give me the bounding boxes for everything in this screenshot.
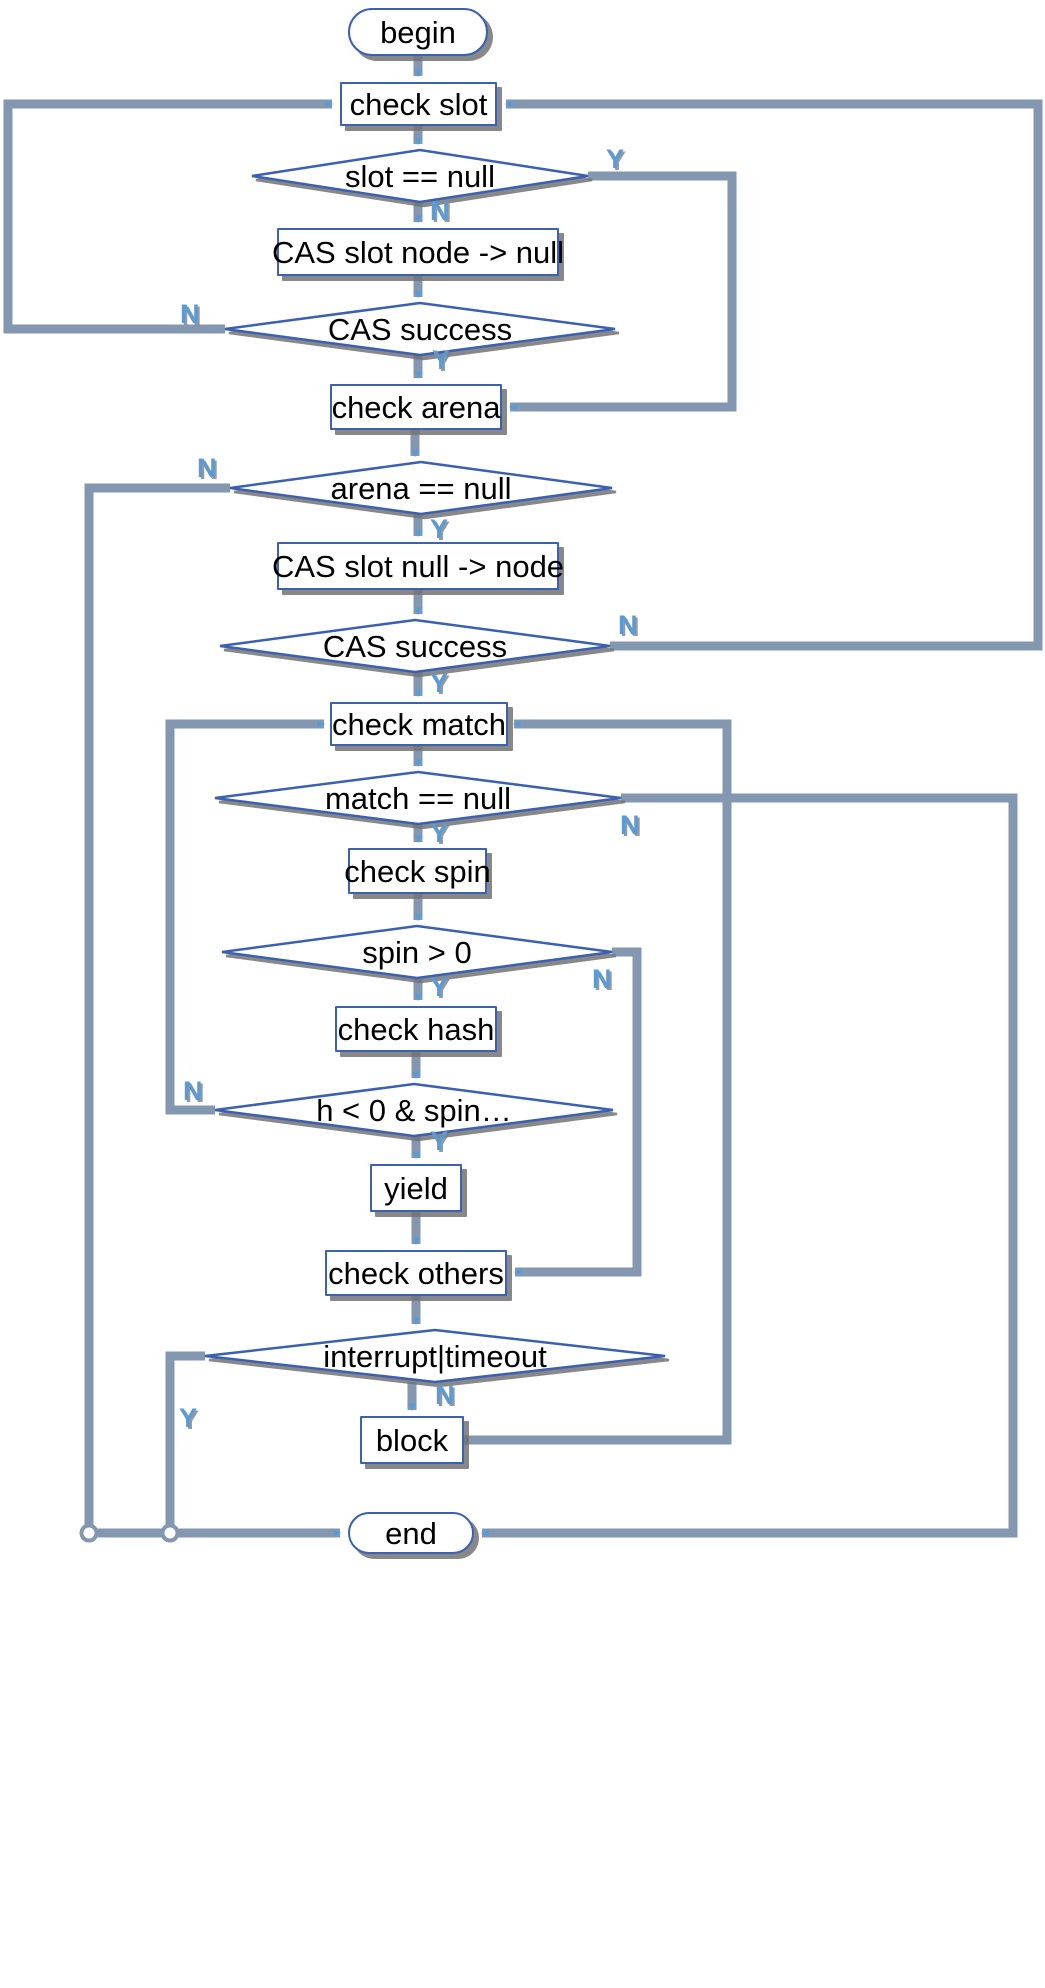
node-end-label: end (385, 1515, 437, 1551)
edge-label-arena-null-no: N (197, 453, 217, 483)
node-interrupt-timeout[interactable]: interrupt|timeout (205, 1330, 665, 1382)
node-spin-gt-0-label: spin > 0 (362, 934, 472, 970)
node-cas-success-1-label: CAS success (327, 311, 513, 347)
node-cas-success-2-label: CAS success (322, 628, 508, 664)
edge-label-cas-success-1-yes: Y (432, 345, 451, 375)
node-cas-success-1[interactable]: CAS success (225, 303, 615, 355)
edge-label-spin-gt-0-yes: Y (430, 972, 449, 1002)
node-match-null-label: match == null (324, 780, 512, 816)
node-h-spin-label: h < 0 & spin… (316, 1092, 512, 1128)
node-cas-slot-node-null-label: CAS slot node -> null (271, 234, 565, 270)
node-h-spin[interactable]: h < 0 & spin… (215, 1084, 613, 1136)
node-check-match[interactable]: check match (330, 702, 508, 746)
node-begin-label: begin (380, 14, 456, 50)
decision-shape-match-null (214, 770, 622, 826)
node-yield-label: yield (384, 1170, 448, 1206)
edge-label-cas-success-2-yes: Y (430, 668, 449, 698)
node-check-arena-label: check arena (331, 389, 501, 425)
decision-shape-slot-null (251, 148, 589, 204)
node-slot-null[interactable]: slot == null (252, 150, 588, 202)
node-arena-null-label: arena == null (330, 470, 512, 506)
decision-shape-h-spin (214, 1082, 614, 1138)
node-match-null[interactable]: match == null (215, 772, 621, 824)
node-begin[interactable]: begin (348, 8, 488, 56)
edge-label-h-spin-no: N (183, 1076, 203, 1106)
node-cas-slot-null-node[interactable]: CAS slot null -> node (272, 542, 564, 590)
edge-label-match-null-no: N (620, 810, 640, 840)
edge-label-interrupt-timeout-yes: Y (179, 1403, 198, 1433)
edge-label-match-null-yes: Y (430, 818, 449, 848)
node-check-spin-label: check spin (344, 853, 491, 889)
node-check-hash[interactable]: check hash (335, 1006, 497, 1052)
node-slot-null-label: slot == null (345, 158, 495, 194)
edge-label-slot-null-no: N (430, 196, 450, 226)
junction-dot-right (160, 1523, 180, 1543)
node-cas-success-2[interactable]: CAS success (220, 620, 610, 672)
node-cas-slot-null-node-label: CAS slot null -> node (271, 548, 565, 584)
node-yield[interactable]: yield (370, 1164, 462, 1212)
node-check-match-label: check match (332, 706, 507, 742)
node-check-slot[interactable]: check slot (340, 82, 497, 126)
decision-shape-arena-null (229, 460, 613, 516)
node-interrupt-timeout-label: interrupt|timeout (323, 1338, 547, 1374)
edge-label-cas-success-2-no: N (618, 610, 638, 640)
edge-label-spin-gt-0-no: N (592, 964, 612, 994)
node-check-arena[interactable]: check arena (330, 384, 502, 430)
node-end[interactable]: end (348, 1512, 474, 1554)
node-block[interactable]: block (360, 1416, 464, 1464)
edge-label-cas-success-1-no: N (180, 299, 200, 329)
node-check-others-label: check others (328, 1255, 504, 1291)
edge-label-arena-null-yes: Y (430, 514, 449, 544)
node-check-spin[interactable]: check spin (344, 848, 491, 894)
node-cas-slot-node-null[interactable]: CAS slot node -> null (272, 228, 564, 276)
node-arena-null[interactable]: arena == null (230, 462, 612, 514)
decision-shape-cas-success-1 (224, 301, 616, 357)
node-check-others[interactable]: check others (325, 1250, 507, 1296)
node-block-label: block (375, 1422, 449, 1458)
decision-shape-cas-success-2 (219, 618, 611, 674)
node-check-hash-label: check hash (337, 1011, 495, 1047)
junction-dot-left (79, 1523, 99, 1543)
node-check-slot-label: check slot (349, 86, 488, 122)
edge-label-h-spin-yes: Y (430, 1126, 449, 1156)
decision-shape-interrupt-timeout (204, 1328, 666, 1384)
edge-label-interrupt-timeout-no: N (435, 1380, 455, 1410)
edge-label-slot-null-yes: Y (606, 144, 625, 174)
node-spin-gt-0[interactable]: spin > 0 (222, 926, 612, 978)
decision-shape-spin-gt-0 (221, 924, 613, 980)
